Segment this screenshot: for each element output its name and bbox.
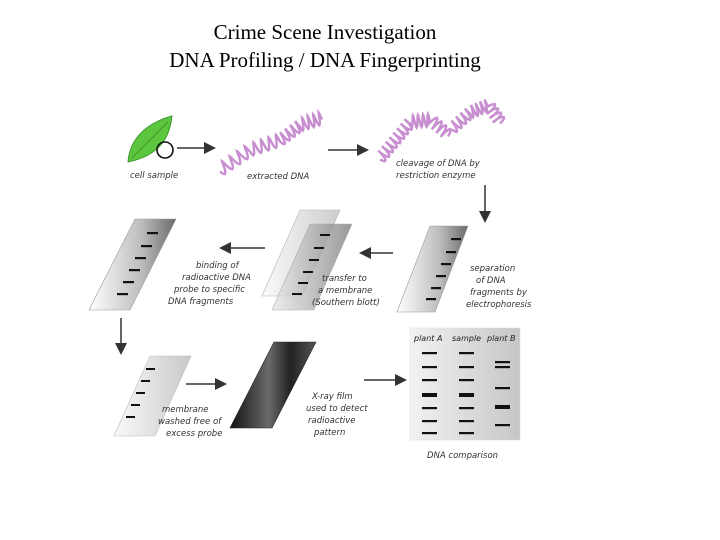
washed-membrane — [113, 355, 192, 437]
title-line-2: DNA Profiling / DNA Fingerprinting — [169, 48, 481, 72]
label-binding-2: radioactive DNA — [182, 273, 251, 283]
probe-membrane — [88, 218, 177, 311]
label-xray-4: pattern — [313, 428, 345, 438]
label-transfer-2: a membrane — [318, 286, 372, 296]
label-cleavage-2: restriction enzyme — [396, 171, 476, 181]
title-line-1: Crime Scene Investigation — [213, 20, 437, 44]
label-separation-4: electrophoresis — [466, 300, 532, 310]
column-plant-a: plant A — [413, 334, 442, 343]
label-separation-1: separation — [470, 264, 515, 274]
dna-comparison-panel: plant A sample plant B — [409, 327, 521, 441]
label-xray-1: X-ray film — [311, 392, 353, 402]
label-dna-comparison: DNA comparison — [427, 451, 498, 461]
label-xray-2: used to detect — [306, 404, 368, 414]
label-binding-3: probe to specific — [173, 285, 245, 295]
electrophoresis-gel — [396, 225, 469, 313]
label-transfer-3: (Southern blott) — [312, 298, 380, 308]
label-separation-3: fragments by — [470, 288, 528, 298]
lane-plant-b — [495, 361, 510, 427]
dna-helix-cleaved — [377, 99, 506, 163]
lane-plant-a — [422, 352, 437, 435]
column-sample: sample — [452, 334, 481, 343]
label-membrane-1: membrane — [162, 405, 209, 415]
label-binding-4: DNA fragments — [168, 297, 234, 307]
column-plant-b: plant B — [486, 334, 515, 343]
lane-sample — [459, 352, 474, 435]
xray-film — [229, 341, 317, 429]
leaf-icon — [127, 115, 174, 163]
transfer-membrane-stack — [261, 209, 353, 311]
dna-helix-extracted — [219, 108, 324, 176]
label-separation-2: of DNA — [476, 276, 506, 286]
label-transfer-1: transfer to — [322, 274, 367, 284]
label-binding-1: binding of — [196, 261, 241, 271]
label-cell-sample: cell sample — [130, 171, 178, 181]
label-cleavage-1: cleavage of DNA by — [396, 159, 481, 169]
label-membrane-3: excess probe — [166, 429, 222, 439]
label-extracted-dna: extracted DNA — [247, 172, 310, 182]
label-xray-3: radioactive — [308, 416, 356, 426]
label-membrane-2: washed free of — [158, 417, 223, 427]
